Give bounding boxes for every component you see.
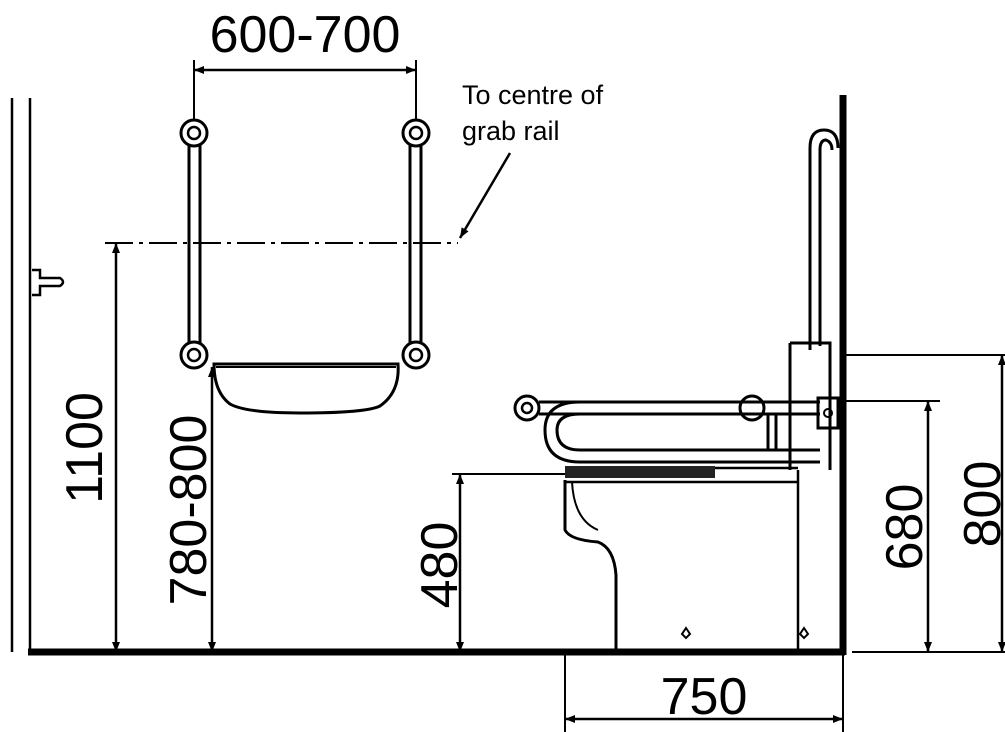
dimension-hinged-rail-height: 680 — [840, 400, 940, 652]
wall-grab-rail — [808, 128, 840, 350]
dimension-depth: 750 — [564, 652, 844, 732]
dimension-seat-height: 480 — [411, 473, 565, 652]
dimension-flush-height-label: 800 — [954, 461, 1005, 548]
hinged-support-rail — [513, 394, 840, 464]
annotation-leader-arrow — [458, 152, 512, 239]
dimension-rail-spacing-label: 600-700 — [210, 6, 401, 64]
wc-seat — [565, 466, 715, 478]
dimension-hinged-rail-height-label: 680 — [876, 484, 934, 571]
dimension-flush-height: 800 — [840, 354, 1005, 653]
annotation-line-2: grab rail — [462, 116, 560, 146]
wc-pan — [563, 470, 810, 652]
dimension-depth-label: 750 — [661, 668, 748, 726]
door-handle — [32, 268, 65, 297]
basin — [212, 362, 400, 415]
door-edge — [10, 98, 32, 652]
dimension-rail-height: 1100 — [56, 243, 120, 652]
dimension-basin-height-label: 780-800 — [160, 415, 218, 606]
dimension-seat-height-label: 480 — [411, 522, 469, 609]
dimension-rail-height-label: 1100 — [56, 392, 114, 504]
annotation-line-1: To centre of — [462, 80, 604, 110]
dimension-rail-spacing: 600-700 — [193, 6, 417, 120]
dimension-basin-height: 780-800 — [160, 367, 218, 652]
